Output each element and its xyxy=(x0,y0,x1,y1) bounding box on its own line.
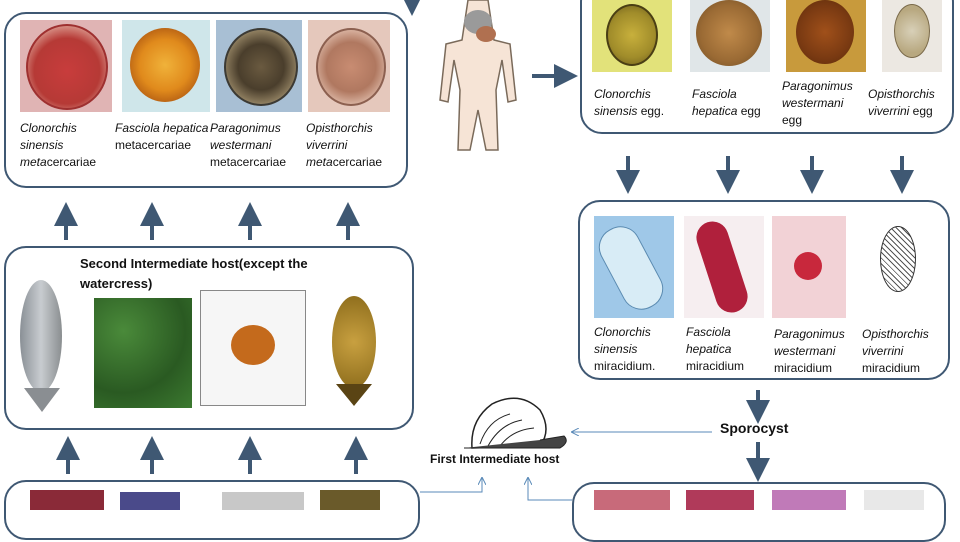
fasciola-miracidium-image xyxy=(684,216,764,318)
opisthorchis-metacercaria-image xyxy=(308,20,390,112)
clonorchis-metacercaria-image xyxy=(20,20,112,112)
paragonimus-metacercaria-image xyxy=(216,20,302,112)
snail-figure xyxy=(464,397,567,449)
clonorchis-miracidium-image xyxy=(591,216,674,318)
fish-bream-image xyxy=(314,290,398,414)
watercress-image xyxy=(94,298,192,408)
opisthorchis-egg-image xyxy=(882,0,942,72)
fasciola-metacercaria-image xyxy=(122,20,210,112)
paragonimus-miracidium-image xyxy=(772,216,846,318)
fasciola-egg-image xyxy=(690,0,770,72)
crab-image xyxy=(200,290,306,406)
human-host-figure xyxy=(439,0,517,151)
lifecycle-arrows xyxy=(54,0,914,501)
fish-carp-image xyxy=(14,276,72,416)
paragonimus-egg-image xyxy=(786,0,866,72)
sporocyst-label: Sporocyst xyxy=(720,420,789,436)
opisthorchis-miracidium-image xyxy=(866,216,932,318)
first-host-label: First Intermediate host xyxy=(430,452,560,466)
clonorchis-egg-image xyxy=(592,0,672,72)
